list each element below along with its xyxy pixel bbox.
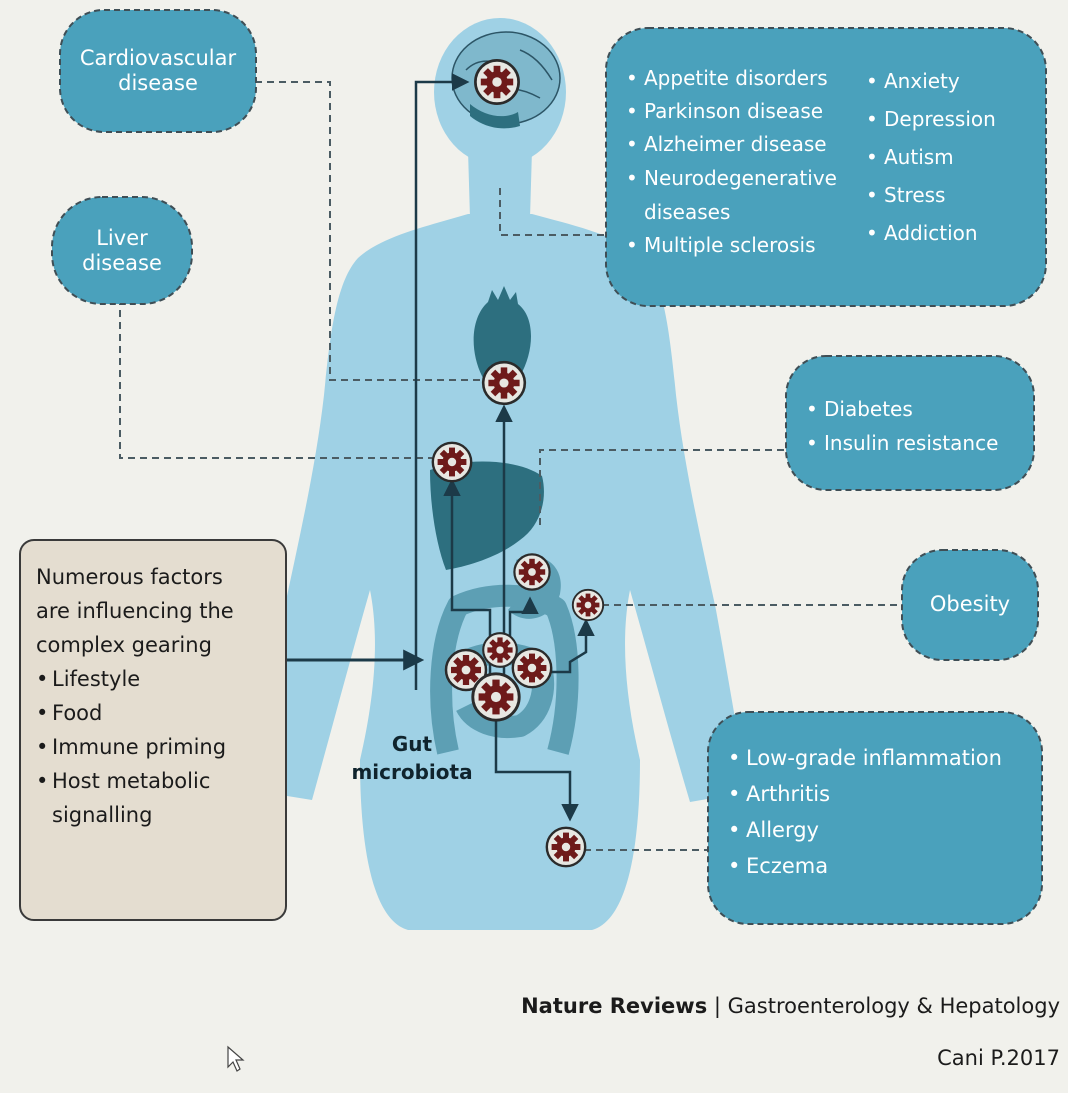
gear-icon-gut-4 [473, 674, 519, 720]
source-credit: Nature Reviews | Gastroenterology & Hepa… [440, 994, 1060, 1019]
obesity-label: Obesity [906, 556, 1034, 654]
list-item: Lifestyle [36, 662, 276, 696]
list-item: Arthritis [728, 776, 1028, 812]
gear-icon-heart [483, 362, 525, 404]
list-item: Host metabolic signalling [36, 764, 252, 832]
gear-icon-stomach [514, 554, 549, 589]
list-item: Neurodegenerative diseases [626, 161, 864, 229]
cardiovascular-disease-label: Cardiovascular disease [66, 16, 250, 126]
list-item: Low-grade inflammation [728, 740, 1028, 776]
list-item: Alzheimer disease [626, 128, 866, 161]
source-separator: | [714, 994, 721, 1018]
gear-icon-skin [547, 828, 585, 866]
gear-icon-liver [433, 443, 471, 481]
journal-subtitle: Gastroenterology & Hepatology [728, 994, 1060, 1018]
gear-icon-gut-3 [513, 649, 551, 687]
psychiatric-disorders-list: Anxiety Depression Autism Stress Addicti… [866, 62, 1036, 252]
metabolic-disorders-list: Diabetes Insulin resistance [806, 392, 1026, 460]
list-item: Allergy [728, 812, 1028, 848]
liver-disease-label: Liver disease [58, 205, 186, 297]
influencing-factors-box: Numerous factors are influencing the com… [36, 560, 276, 832]
list-item: Immune priming [36, 730, 276, 764]
list-item: Stress [866, 176, 1036, 214]
list-item: Depression [866, 100, 1036, 138]
neuro-disorders-list: Appetite disorders Parkinson disease Alz… [626, 62, 866, 262]
list-item: Autism [866, 138, 1036, 176]
gear-icon-brain [475, 60, 518, 103]
gear-icon-gut-1 [483, 633, 517, 667]
list-item: Food [36, 696, 276, 730]
list-item: Insulin resistance [806, 426, 1026, 460]
gut-microbiota-label: Gut microbiota [342, 730, 482, 786]
factors-intro: Numerous factors are influencing the com… [36, 560, 256, 662]
mouse-cursor-icon [228, 1047, 243, 1071]
list-item: Anxiety [866, 62, 1036, 100]
journal-name: Nature Reviews [521, 994, 707, 1018]
gear-icon-fat [573, 590, 603, 620]
list-item: Addiction [866, 214, 1036, 252]
list-item: Parkinson disease [626, 95, 866, 128]
list-item: Diabetes [806, 392, 1026, 426]
citation: Cani P.2017 [860, 1046, 1060, 1071]
factors-list: Lifestyle Food Immune priming Host metab… [36, 662, 276, 832]
list-item: Eczema [728, 848, 1028, 884]
list-item: Multiple sclerosis [626, 229, 866, 262]
inflammation-list: Low-grade inflammation Arthritis Allergy… [728, 740, 1028, 884]
list-item: Appetite disorders [626, 62, 866, 95]
